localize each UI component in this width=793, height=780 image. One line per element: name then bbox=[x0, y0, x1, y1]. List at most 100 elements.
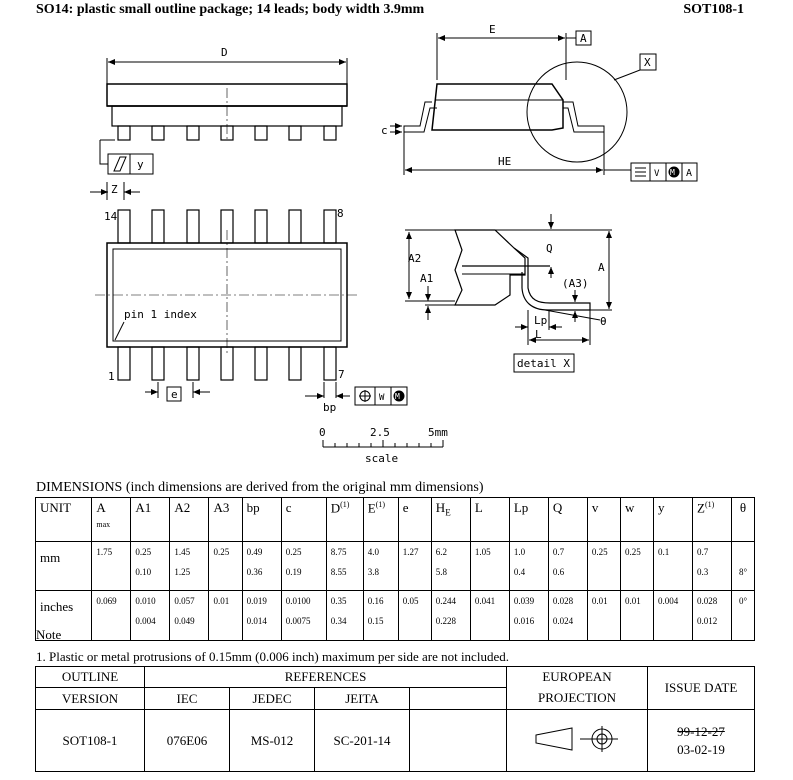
cell-value: 0.228 bbox=[435, 616, 457, 626]
col-header: L bbox=[469, 497, 510, 542]
projection-icon bbox=[535, 725, 618, 752]
col-header: A2 bbox=[169, 497, 210, 542]
cell-value: 0.01 bbox=[624, 596, 641, 606]
table-cell: 0.244 0.228 bbox=[430, 590, 471, 641]
table-cell: 0.01 bbox=[208, 590, 243, 641]
scale-max: 5mm bbox=[428, 426, 448, 439]
page-title: SO14: plastic small outline package; 14 … bbox=[36, 2, 425, 17]
cell-value: 0° bbox=[738, 596, 748, 606]
jeita-header: JEITA bbox=[314, 687, 410, 710]
table-cell: 6.2 5.8 bbox=[430, 541, 471, 591]
cell-value: 1.05 bbox=[474, 547, 491, 557]
cell-value: 1.75 bbox=[96, 547, 113, 557]
svg-text:M: M bbox=[670, 168, 675, 177]
label-Z: Z bbox=[111, 183, 118, 196]
label-pin7: 7 bbox=[338, 368, 345, 381]
cell-value: 0.01 bbox=[591, 596, 608, 606]
col-header: y bbox=[652, 497, 694, 542]
label-E: E bbox=[489, 23, 496, 36]
table-cell: 0.25 bbox=[586, 541, 621, 591]
scale-min: 0 bbox=[319, 426, 326, 439]
scale-mid: 2.5 bbox=[370, 426, 390, 439]
outline-table: OUTLINE REFERENCES EUROPEAN ISSUE DATE V… bbox=[35, 666, 755, 772]
cell-value: 0.014 bbox=[246, 616, 267, 626]
label-pin8: 8 bbox=[337, 207, 344, 220]
cell-value: 0.35 bbox=[330, 596, 347, 606]
cell-value: 0.49 bbox=[246, 547, 263, 557]
cell-value: 8° bbox=[738, 567, 748, 577]
cell-value: 0.010 bbox=[135, 596, 156, 606]
cell-value: 0.028 bbox=[697, 596, 718, 606]
cell-value: 0.25 bbox=[213, 547, 230, 557]
cell-value: 0.0075 bbox=[285, 616, 311, 626]
col-header: Z(1) bbox=[692, 497, 733, 542]
label-A-box: A bbox=[580, 32, 587, 45]
table-cell: 0.25 bbox=[619, 541, 654, 591]
col-header: A1 bbox=[130, 497, 171, 542]
cell-value: 0.244 bbox=[435, 596, 457, 606]
cell-value: 0.6 bbox=[552, 567, 565, 577]
col-header: Q bbox=[547, 497, 588, 542]
cell-value: 0.25 bbox=[591, 547, 608, 557]
cell-value: 0.049 bbox=[174, 616, 195, 626]
label-D: D bbox=[221, 46, 228, 59]
col-header: bp bbox=[241, 497, 282, 542]
cell-value: 0.34 bbox=[330, 616, 347, 626]
col-header: HE bbox=[430, 497, 471, 542]
label-A1: A1 bbox=[420, 272, 433, 285]
table-cell: 1.27 bbox=[397, 541, 432, 591]
col-header: UNIT bbox=[34, 497, 93, 542]
references-header: REFERENCES bbox=[144, 666, 507, 688]
projection-symbol bbox=[506, 709, 648, 772]
dimensions-title: DIMENSIONS (inch dimensions are derived … bbox=[36, 480, 484, 495]
col-header: v bbox=[586, 497, 621, 542]
detail-x-label: detail X bbox=[517, 357, 570, 370]
cell-value: 0.024 bbox=[552, 616, 574, 626]
table-cell: 0.069 bbox=[91, 590, 132, 641]
label-v: V bbox=[654, 169, 660, 179]
cell-value: 0.041 bbox=[474, 596, 496, 606]
iec-value: 076E06 bbox=[144, 709, 230, 772]
table-cell: 0.01 bbox=[619, 590, 654, 641]
cell-value: 5.8 bbox=[435, 567, 448, 577]
detail-x: A2 A1 Q A (A3) θ Lp L detail X bbox=[405, 214, 612, 373]
pin1-index-label: pin 1 index bbox=[124, 308, 197, 321]
table-cell: 1.05 bbox=[469, 541, 510, 591]
package-code: SOT108-1 bbox=[683, 2, 744, 17]
label-y: y bbox=[137, 158, 144, 171]
top-view: Z 14 8 pin 1 index 1 7 e bp bbox=[90, 182, 408, 414]
jedec-value: MS-012 bbox=[229, 709, 315, 772]
outline-header: OUTLINE bbox=[35, 666, 145, 688]
cell-value: 3.8 bbox=[367, 567, 379, 577]
cell-value: 0.069 bbox=[96, 596, 117, 606]
cell-value: 6.2 bbox=[435, 547, 448, 557]
table-cell: 0.49 0.36 bbox=[241, 541, 282, 591]
table-cell: 0.010 0.004 bbox=[130, 590, 171, 641]
cell-value: 0.4 bbox=[513, 567, 526, 577]
label-Q: Q bbox=[546, 242, 553, 255]
cell-value: 0.3 bbox=[697, 567, 709, 577]
table-cell: 0.05 bbox=[397, 590, 432, 641]
cell-value: 0.004 bbox=[135, 616, 156, 626]
theta-cell: 0° bbox=[731, 590, 755, 641]
svg-text:A: A bbox=[686, 168, 692, 179]
package-drawing: D y Z 14 8 bbox=[90, 23, 698, 465]
label-e: e bbox=[171, 388, 178, 401]
issue-dates: 99-12-27 03-02-19 bbox=[647, 709, 755, 772]
label-w: W bbox=[379, 393, 385, 403]
cell-value: 8.75 bbox=[330, 547, 347, 557]
projection-header: PROJECTION bbox=[506, 687, 648, 710]
col-header: e bbox=[397, 497, 432, 542]
cell-value: 0.36 bbox=[246, 567, 263, 577]
